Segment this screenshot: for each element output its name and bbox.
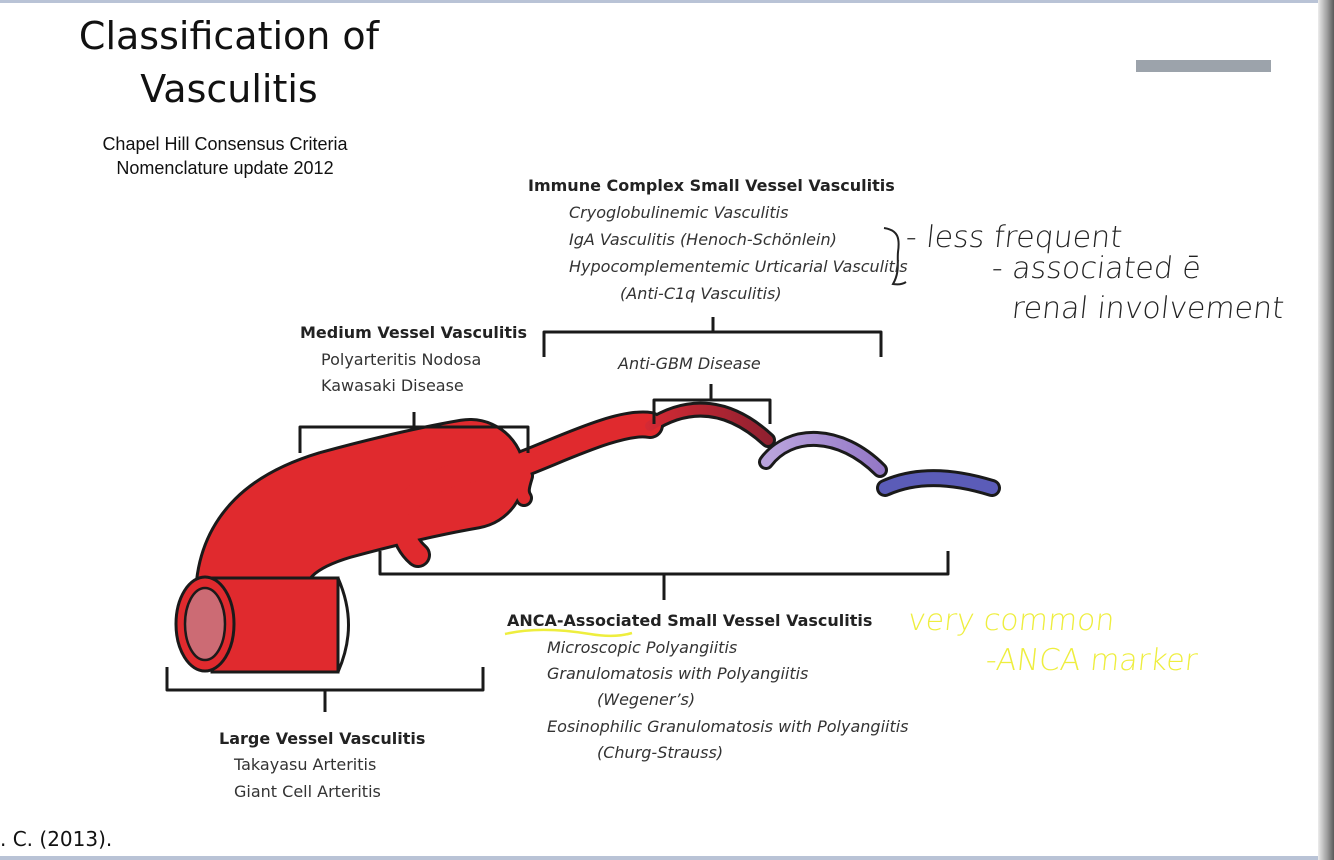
anca-item: (Churg-Strauss) [597,743,724,762]
slide-top-border [0,0,1334,3]
slide-subtitle-line2: Nomenclature update 2012 [116,158,334,178]
handwritten-underline [504,628,633,638]
handwritten-bracket [883,227,907,286]
artery-lumen [183,586,227,662]
handwritten-highlight-note: -ANCA marker [984,643,1200,678]
immune-complex-heading: Immune Complex Small Vessel Vasculitis [528,176,895,195]
anca-item: Eosinophilic Granulomatosis with Polyang… [547,717,909,736]
medium-vessel-heading: Medium Vessel Vasculitis [300,323,527,342]
bracket-medium-vessel [298,412,530,453]
anca-item: Granulomatosis with Polyangiitis [547,664,809,683]
medium-vessel-item: Kawasaki Disease [321,376,464,395]
immune-complex-item: (Anti-C1q Vasculitis) [620,284,782,303]
anca-item: (Wegener’s) [597,690,696,709]
bracket-large-vessel [165,667,485,712]
large-artery-end-edge [336,577,350,673]
bracket-anca [378,551,950,600]
citation: . C. (2013). [0,827,113,851]
bracket-anti-gbm [652,384,772,424]
handwritten-note: renal involvement [1010,291,1286,326]
bracket-immune-complex [542,317,883,357]
handwritten-note: - less frequent [904,220,1124,255]
slide-title-line1: Classification of [78,14,380,58]
handwritten-note: - associated ē [990,251,1203,286]
immune-complex-item: IgA Vasculitis (Henoch-Schönlein) [569,230,837,249]
slide-subtitle: Chapel Hill Consensus Criteria Nomenclat… [60,132,390,180]
window-right-edge [1318,0,1334,860]
large-vessel-heading: Large Vessel Vasculitis [219,729,426,748]
large-vessel-item: Giant Cell Arteritis [234,782,381,801]
slide-title-line2: Vasculitis [140,67,318,111]
slide-bottom-border [0,856,1334,860]
handwritten-highlight-note: very common [906,603,1117,638]
slide-subtitle-line1: Chapel Hill Consensus Criteria [102,134,348,154]
anca-item: Microscopic Polyangiitis [547,638,738,657]
vessel-fill [197,404,998,653]
immune-complex-item: Cryoglobulinemic Vasculitis [569,203,789,222]
medium-vessel-item: Polyarteritis Nodosa [321,350,482,369]
immune-complex-item: Hypocomplementemic Urticarial Vasculitis [569,257,908,276]
slide-title: Classification of Vasculitis [64,10,394,116]
anti-gbm-label: Anti-GBM Disease [618,354,761,373]
bracket-group [165,317,950,712]
large-vessel-item: Takayasu Arteritis [234,755,377,774]
accent-bar [1136,60,1271,72]
anca-heading: ANCA-Associated Small Vessel Vasculitis [507,611,873,630]
